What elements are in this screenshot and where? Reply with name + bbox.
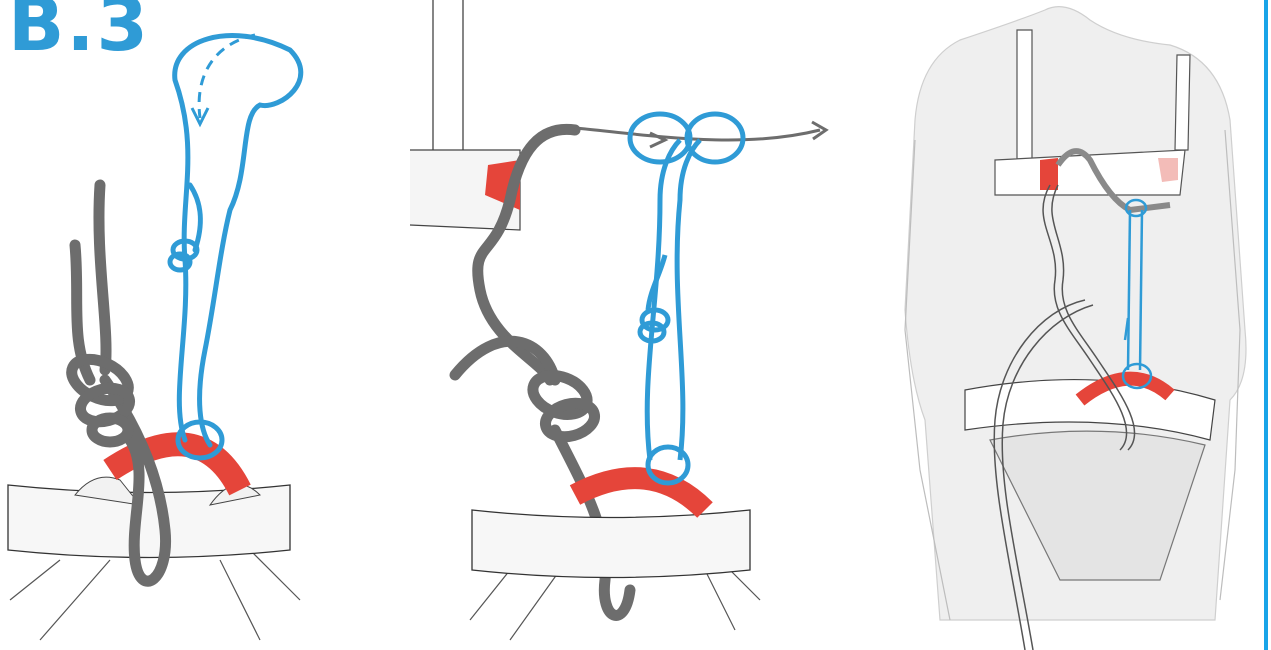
panel-1 [8, 35, 301, 640]
red-marker-chest [1040, 158, 1058, 190]
blue-cord-2 [630, 114, 743, 483]
waist-belt-2 [472, 510, 750, 578]
pull-arrow-head-mid [650, 133, 665, 147]
dashed-arrow [199, 35, 255, 118]
figure-eight-knot-2 [528, 369, 599, 442]
anchor-post [433, 0, 463, 150]
step-label: B.3 [8, 0, 150, 68]
panel-3 [905, 7, 1246, 650]
leg-lines [10, 550, 300, 640]
pull-arrow [575, 128, 820, 140]
panel-2 [410, 0, 826, 640]
figure-eight-knot [65, 351, 135, 442]
